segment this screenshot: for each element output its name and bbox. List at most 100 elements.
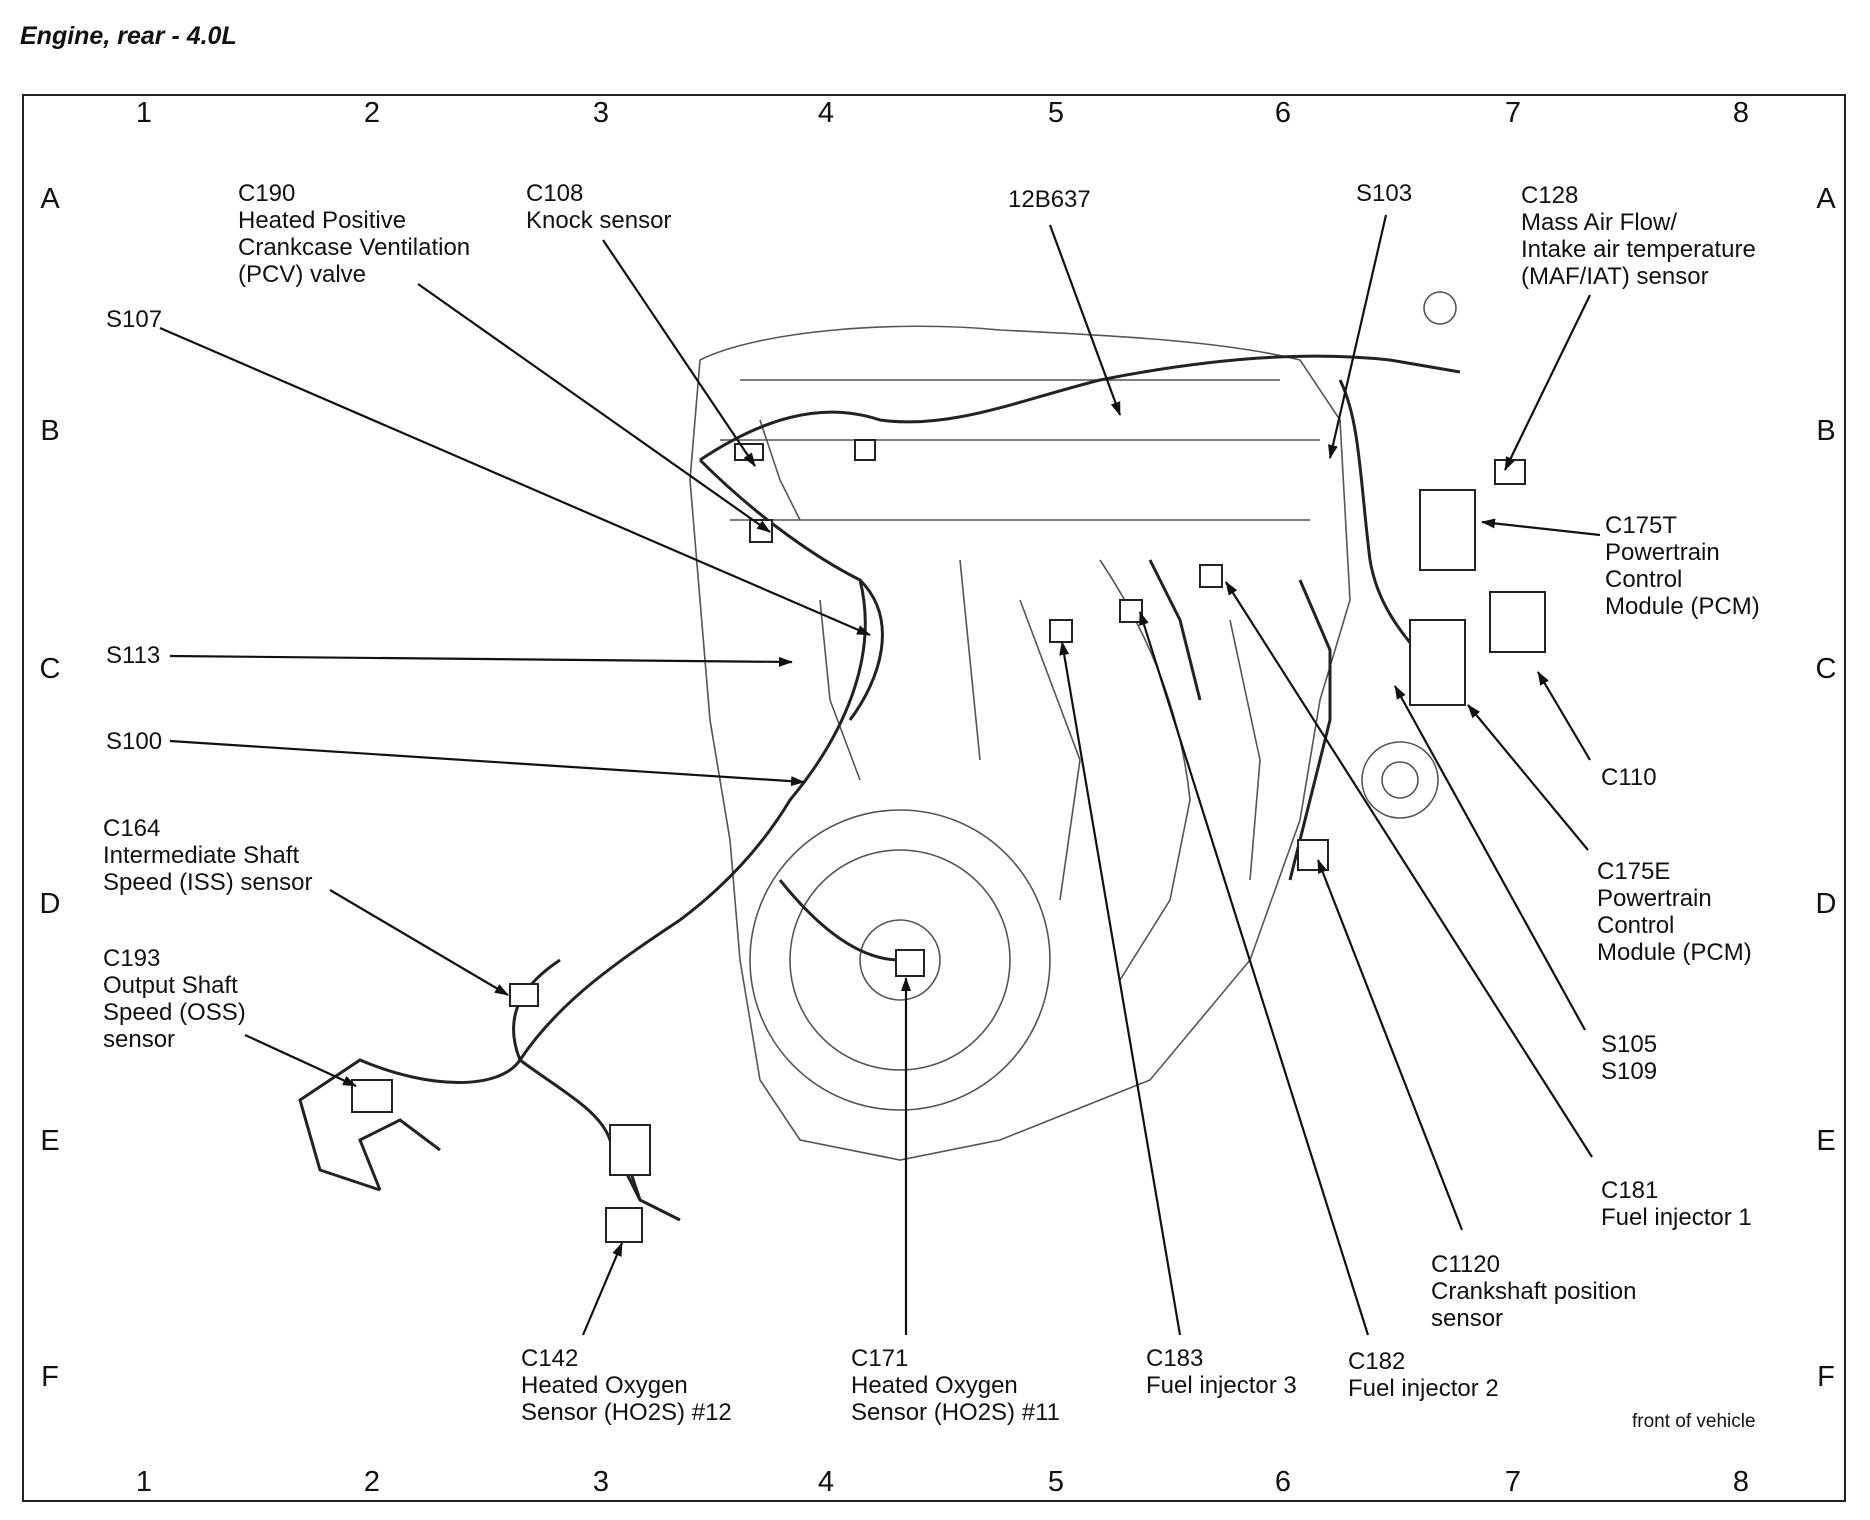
connectors [351,439,1546,1243]
callout-id: C171 [851,1345,909,1372]
grid-col-top-7: 7 [1504,97,1522,129]
callout-text: Fuel injector 3 [1146,1372,1297,1399]
callout-text: Crankcase Ventilation [238,234,471,261]
leader-lines [159,214,1601,1336]
grid-col-top-2: 2 [363,97,381,129]
callout-id: C181 [1601,1177,1659,1204]
label-12b637: 12B637 [1008,186,1091,213]
grid-col-top-5: 5 [1047,97,1065,129]
callout-text: Powertrain [1597,885,1712,912]
leader-s103 [1328,214,1388,459]
grid-col-top-6: 6 [1274,97,1292,129]
leader-s113 [169,654,793,667]
callout-id: 12B637 [1008,186,1091,213]
callout-text: Fuel injector 2 [1348,1375,1499,1402]
leader-c164 [329,889,509,996]
engine-block [689,291,1457,1161]
grid-row-left-A: A [40,183,60,215]
leader-c190 [417,283,771,533]
callout-id: C182 [1348,1348,1406,1375]
grid-row-right-D: D [1815,888,1837,920]
callout-id: C175E [1597,858,1671,885]
callout-id: S100 [106,728,163,755]
leader-c175t [1481,518,1601,537]
callout-text: Speed (OSS) [103,999,246,1026]
grid-col-bottom-4: 4 [817,1466,835,1498]
label-c110: C110 [1601,764,1657,791]
callout-id: C1120 [1431,1251,1500,1278]
callout-text: Heated Positive [238,207,407,234]
callout-id: S103 [1356,180,1413,207]
callout-id: C164 [103,815,161,842]
label-s107: S107 [106,306,162,333]
callout-id: C128 [1521,182,1579,209]
grid-row-left-F: F [41,1361,59,1393]
leader-c142 [581,1242,624,1336]
callout-text: Module (PCM) [1605,593,1760,620]
callout-id: C190 [238,180,296,207]
callout-id: C183 [1146,1345,1204,1372]
grid-row-left-C: C [39,653,61,685]
grid-col-bottom-5: 5 [1047,1466,1065,1498]
callout-id: C110 [1601,764,1657,791]
label-s103: S103 [1356,180,1412,207]
label-s100: S100 [106,728,162,755]
leader-c175e [1467,704,1589,851]
leader-c183 [1059,641,1182,1336]
leader-c181 [1225,581,1593,1158]
callout-text: (MAF/IAT) sensor [1521,263,1709,290]
callout-text: sensor [103,1026,176,1053]
callout-id: S105 [1601,1031,1658,1058]
callout-id: S113 [106,642,161,669]
callout-text: (PCV) valve [238,261,367,288]
grid-row-left-B: B [40,415,60,447]
callout-text: sensor [1431,1305,1504,1332]
grid-row-right-E: E [1816,1125,1836,1157]
callout-id: C108 [526,180,584,207]
grid-row-right-F: F [1817,1361,1835,1393]
grid-row-right-A: A [1816,183,1836,215]
front-of-vehicle-note: front of vehicle [1632,1411,1756,1432]
callout-text: Speed (ISS) sensor [103,869,313,896]
callout-text: Intake air temperature [1521,236,1756,263]
callout-id: C175T [1605,512,1678,539]
leader-c128 [1504,294,1591,471]
leader-c1120 [1316,859,1464,1231]
leader-c193 [244,1034,357,1087]
callout-id: C193 [103,945,161,972]
callout-text: Control [1605,566,1683,593]
callout-text: Intermediate Shaft [103,842,300,869]
label-s113: S113 [106,642,160,669]
grid-row-left-E: E [40,1125,60,1157]
leader-s107 [159,326,871,637]
grid-col-top-4: 4 [817,97,835,129]
grid-col-top-1: 1 [135,97,153,129]
callout-text: Knock sensor [526,207,672,234]
grid-col-top-3: 3 [592,97,610,129]
callout-id: S107 [106,306,163,333]
grid-col-bottom-1: 1 [135,1466,153,1498]
grid-col-bottom-6: 6 [1274,1466,1292,1498]
diagram-frame [22,94,1846,1502]
leader-c108 [602,239,756,467]
callout-text: Powertrain [1605,539,1720,566]
callout-text: Heated Oxygen [851,1372,1018,1399]
grid-row-left-D: D [39,888,61,920]
leader-12b637 [1048,224,1122,416]
callout-id: C142 [521,1345,579,1372]
grid-col-top-8: 8 [1732,97,1750,129]
